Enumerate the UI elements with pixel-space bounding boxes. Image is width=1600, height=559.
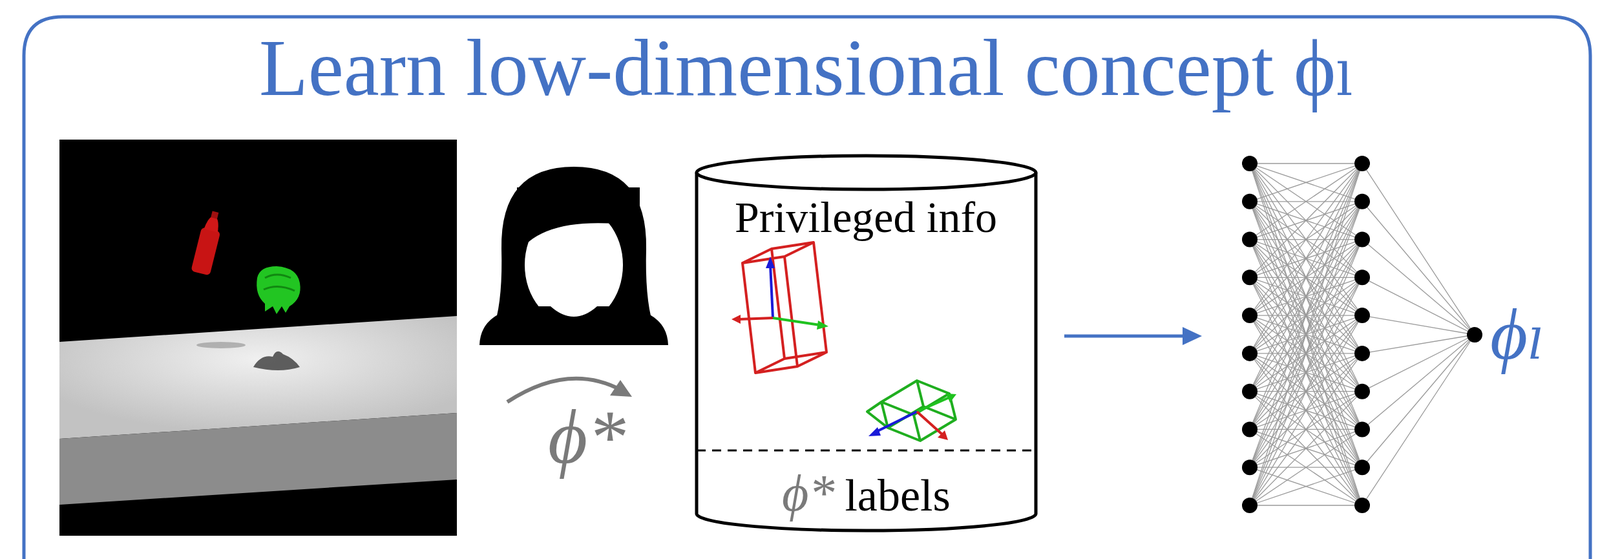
title: Learn low-dimensional concept ϕₗ [259,20,1356,117]
store-heading: Privileged info [734,193,998,242]
axis-head [946,393,957,403]
axis-z [770,264,773,318]
database-cylinder: Privileged info ϕ*labels [694,153,1039,535]
scene-image [59,139,457,536]
output-label: ϕₗ [1490,294,1546,375]
axis-z [874,411,917,433]
flow-arrow [1064,326,1202,346]
cylinder-top [696,155,1036,190]
axis-head [731,314,741,324]
axis-head [816,320,829,330]
cylinder-body [696,172,1036,531]
label-row: ϕ*labels [781,464,951,522]
neural-network: ϕₗ [1201,155,1590,517]
store-label: labels [844,470,950,521]
axis-x [916,411,943,435]
green-bbox [867,380,956,441]
dashed-divider [696,449,1036,452]
arrow-shaft [1064,334,1183,338]
axis-head [868,427,881,437]
axis-head [765,256,775,269]
symbol-label: ϕ* [781,464,835,522]
axis-y [916,397,950,412]
red-bbox [742,242,827,373]
axis-y [772,317,821,326]
symbol-label: ϕ* [547,395,626,480]
axis-x [739,317,773,320]
axis-head [937,430,948,441]
arrow-head [1182,326,1202,346]
